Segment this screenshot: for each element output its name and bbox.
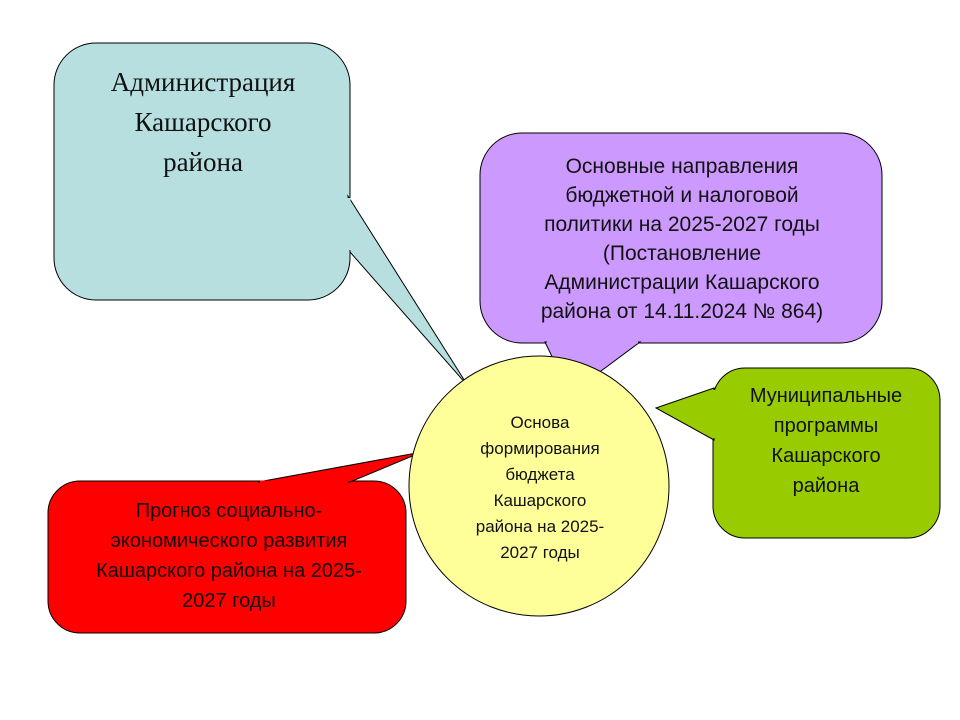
policy-line: Основные направления: [565, 155, 799, 178]
programs-line: программы: [773, 415, 879, 437]
policy-line: политики на 2025-2027 годы: [544, 213, 820, 236]
policy-label: Основные направления бюджетной и налогов…: [486, 146, 878, 332]
policy-line: бюджетной и налоговой: [565, 184, 799, 207]
programs-line: Муниципальные: [749, 385, 903, 407]
forecast-pointer: [257, 451, 423, 483]
administration-box: [53, 42, 351, 301]
forecast-line: Кашарского района на 2025-: [96, 560, 362, 582]
center-label: Основа формирования бюджета Кашарского р…: [420, 388, 660, 588]
center-line: Основа: [510, 413, 570, 432]
center-line: формирования: [480, 439, 600, 458]
administration-line: района: [163, 147, 243, 177]
center-line: 2027 годы: [500, 543, 580, 562]
policy-line: района от 14.11.2024 № 864): [540, 300, 824, 323]
administration-pointer: [347, 194, 469, 387]
center-line: Кашарского: [493, 491, 587, 510]
policy-line: Администрации Кашарского: [544, 271, 820, 294]
programs-line: района: [792, 475, 860, 497]
programs-label: Муниципальные программы Кашарского район…: [718, 376, 934, 506]
center-line: бюджета: [505, 465, 575, 484]
programs-pointer: [654, 387, 715, 441]
programs-line: Кашарского: [771, 445, 881, 467]
programs-box: [712, 367, 941, 539]
programs-callout: [654, 367, 941, 539]
forecast-label: Прогноз социально- экономического развит…: [52, 486, 406, 626]
policy-box: [479, 132, 883, 344]
administration-callout: [53, 42, 469, 387]
forecast-line: Прогноз социально-: [135, 500, 323, 522]
policy-line: (Постановление: [602, 242, 762, 265]
center-line: района на 2025-: [475, 517, 605, 536]
forecast-line: экономического развития: [110, 530, 348, 552]
forecast-line: 2027 годы: [182, 590, 276, 612]
forecast-callout: [47, 451, 423, 634]
administration-line: Администрация: [110, 67, 296, 97]
administration-line: Кашарского: [134, 107, 272, 137]
administration-label: Администрация Кашарского района: [58, 62, 348, 192]
forecast-box: [47, 480, 407, 634]
center-circle: [408, 355, 670, 617]
